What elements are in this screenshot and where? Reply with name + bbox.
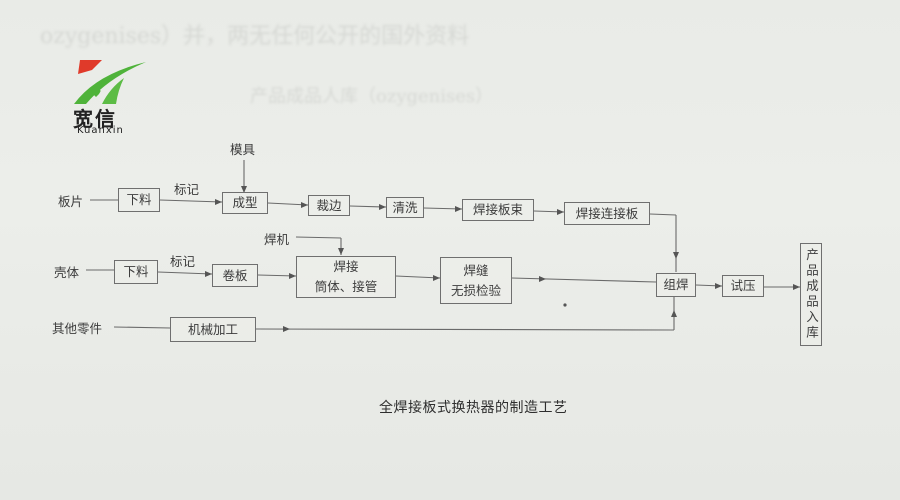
input-plate: 板片 [58, 194, 84, 209]
logo-name-cn: 宽信 [73, 107, 117, 131]
box-label: 下料 [126, 192, 152, 207]
box-label: 焊接板束 [472, 202, 523, 217]
box-label: 裁边 [316, 197, 342, 213]
box-pressure-test: 试压 [722, 275, 764, 297]
box-label: 成型 [232, 195, 258, 210]
box-label: 组焊 [663, 277, 689, 292]
box-label-line2: 筒体、接管 [314, 279, 378, 294]
box-forming: 成型 [222, 192, 268, 214]
box-trimming: 裁边 [308, 195, 350, 216]
box-assembly-weld: 组焊 [656, 273, 696, 297]
background-text-2: 产品成品人库（ozygenises） [250, 86, 494, 107]
box-label: 产品成品入库 [804, 248, 819, 341]
input-other-parts: 其他零件 [52, 321, 103, 336]
box-label: 下料 [123, 264, 149, 279]
kuanxin-logo-icon [74, 60, 146, 104]
box-label: 机械加工 [187, 321, 238, 337]
box-label-line1: 焊缝 [463, 262, 489, 278]
box-rolling: 卷板 [212, 264, 258, 287]
box-blanking-shell: 下料 [114, 260, 158, 284]
box-cleaning: 清洗 [386, 197, 424, 218]
box-weld-connect: 焊接连接板 [564, 202, 650, 225]
box-blanking-plate: 下料 [118, 188, 160, 212]
box-storage: 产品成品入库 [800, 243, 822, 346]
box-weld-bundle: 焊接板束 [462, 199, 534, 221]
box-label: 焊接连接板 [575, 205, 639, 221]
box-ndt: 焊缝 无损检验 [440, 257, 512, 304]
box-welding-shell: 焊接 筒体、接管 [296, 256, 396, 298]
box-label: 卷板 [222, 267, 248, 283]
box-label: 试压 [730, 278, 756, 293]
figure-caption: 全焊接板式换热器的制造工艺 [379, 400, 568, 416]
box-label: 清洗 [392, 199, 418, 215]
input-welder: 焊机 [264, 232, 290, 247]
logo-name-en: Kuanxin [77, 125, 124, 136]
background-text-1: ozygenises）并，两无任何公开的国外资料 [40, 24, 470, 49]
input-mold: 模具 [230, 142, 256, 157]
box-label-line2: 无损检验 [450, 282, 501, 298]
input-shell: 壳体 [54, 265, 80, 280]
box-machining: 机械加工 [170, 317, 256, 342]
edge-label-mark-top: 标记 [174, 182, 200, 197]
edge-label-mark-mid: 标记 [170, 254, 196, 269]
box-label-line1: 焊接 [333, 259, 359, 274]
